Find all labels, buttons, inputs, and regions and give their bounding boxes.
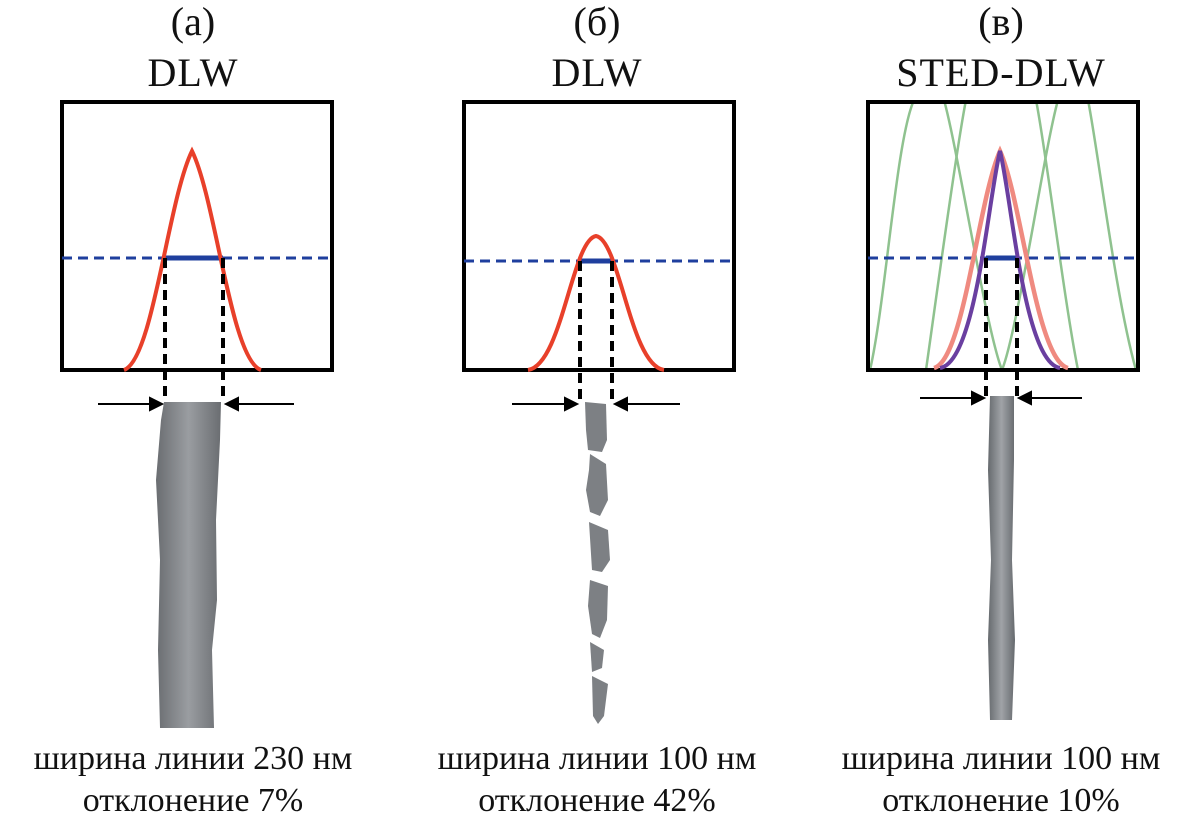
arrow-left: [920, 390, 987, 406]
line-width-caption: ширина линии 100 нм: [841, 740, 1161, 777]
plot-frame: [462, 100, 736, 372]
depletion-curves: [868, 102, 1138, 370]
method-title: DLW: [551, 50, 643, 95]
panel-a-figure: [60, 100, 334, 728]
excitation-curve: [122, 146, 263, 372]
deviation-caption: отклонение 10%: [882, 782, 1120, 819]
panel-letter: (а): [170, 0, 216, 44]
method-title: DLW: [147, 50, 239, 95]
panel-letter: (в): [978, 0, 1024, 44]
plot-frame: [866, 100, 1140, 372]
written-line: [585, 402, 610, 724]
deviation-caption: отклонение 42%: [478, 782, 716, 819]
method-title: STED-DLW: [896, 50, 1106, 95]
arrow-right: [612, 396, 680, 412]
line-width-caption: ширина линии 100 нм: [437, 740, 757, 777]
excitation-curve: [527, 233, 665, 372]
arrow-left: [512, 396, 580, 412]
written-line: [156, 402, 221, 728]
plot-frame: [60, 100, 334, 372]
deviation-caption: отклонение 7%: [82, 782, 304, 819]
written-line: [988, 396, 1015, 720]
panel-letter: (б): [573, 0, 621, 44]
arrow-right: [223, 396, 294, 412]
line-width-caption: ширина линии 230 нм: [33, 740, 353, 777]
panel-b: (б) DLW ширина линии 100 нм отклонение 4…: [432, 0, 762, 828]
arrow-left: [98, 396, 165, 412]
panel-b-figure: [462, 100, 736, 724]
effective-curve: [939, 150, 1061, 370]
panel-c-figure: [866, 100, 1140, 720]
panel-c: (в) STED-DLW: [836, 0, 1166, 828]
arrow-right: [1016, 390, 1082, 406]
panel-a: (а) DLW ширина линии 230 нм отклонение 7…: [28, 0, 358, 828]
